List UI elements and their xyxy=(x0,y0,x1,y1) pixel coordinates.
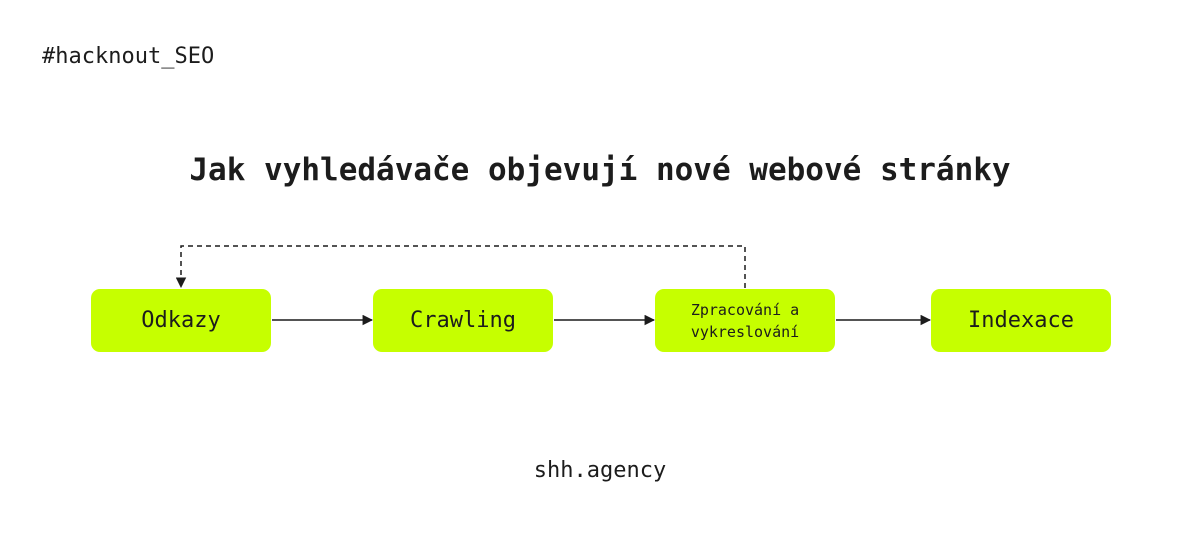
node-crawling: Crawling xyxy=(373,289,553,352)
node-zpracovani-a-vykreslovani: Zpracování a vykreslování xyxy=(655,289,835,352)
node-odkazy: Odkazy xyxy=(91,289,271,352)
feedback-dashed-arrow xyxy=(175,245,746,289)
diagram-title: Jak vyhledávače objevují nové webové str… xyxy=(189,152,1011,188)
node-indexace: Indexace xyxy=(931,289,1111,352)
footer-brand: shh.agency xyxy=(533,458,667,483)
hashtag-label: #hacknout_SEO xyxy=(42,44,215,69)
